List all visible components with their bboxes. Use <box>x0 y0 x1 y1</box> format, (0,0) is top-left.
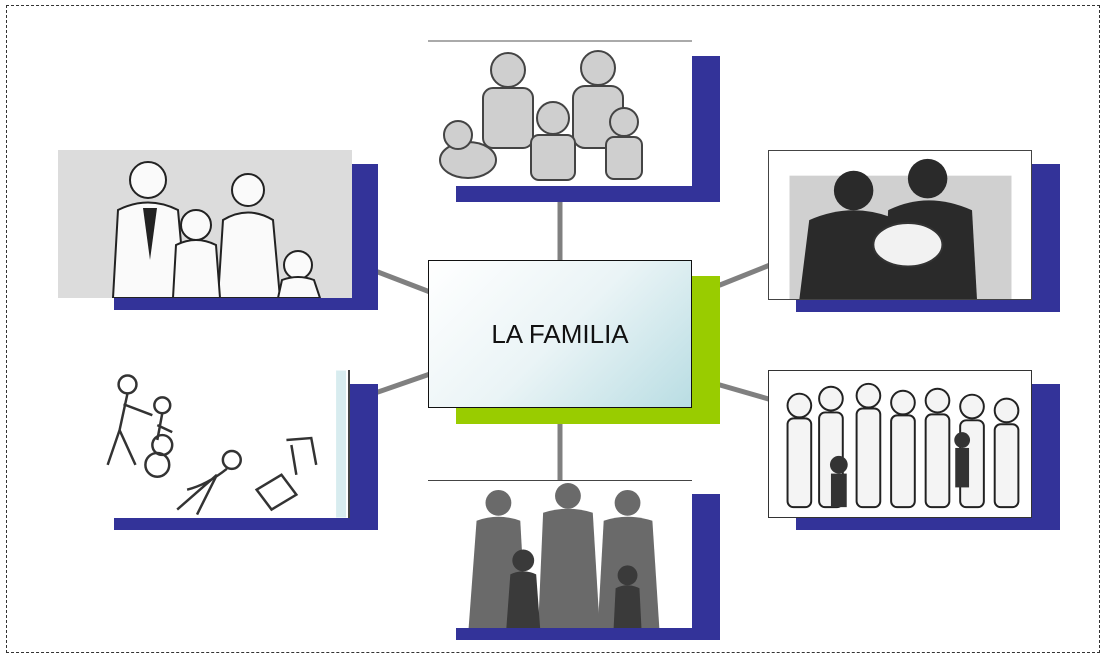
center-node: LA FAMILIA <box>428 260 720 424</box>
father-child-bicycle-icon <box>58 370 350 518</box>
connector-bottom-right <box>717 382 775 403</box>
family-photo-icon <box>428 480 692 628</box>
dashed-frame <box>6 5 1100 653</box>
connector-top-left <box>375 269 433 295</box>
extended-family-cartoon-icon <box>768 370 1032 518</box>
connector-bottom-left <box>375 371 433 395</box>
center-node-box: LA FAMILIA <box>428 260 692 408</box>
parents-with-baby-icon <box>768 150 1032 300</box>
family-with-dog-icon <box>428 40 692 186</box>
connector-top-right <box>717 262 773 288</box>
center-node-label: LA FAMILIA <box>491 318 629 349</box>
vintage-family-icon <box>58 150 352 298</box>
